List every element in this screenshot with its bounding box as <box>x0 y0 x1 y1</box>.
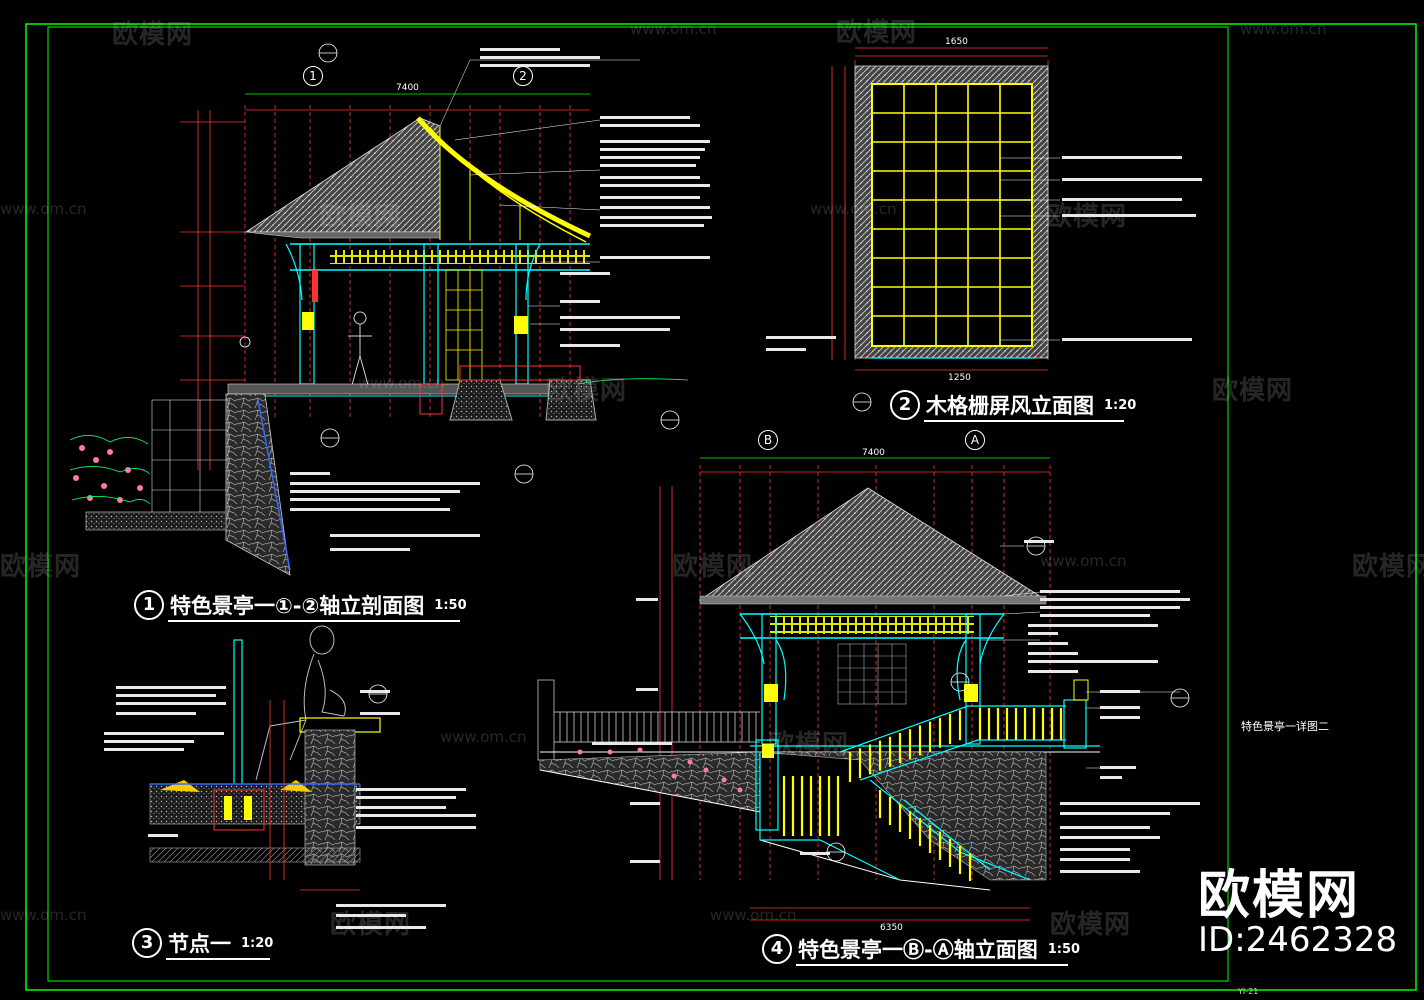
human-figure <box>348 311 372 386</box>
view-1-title-underline <box>168 620 460 622</box>
dimension-numbers: 7400 1650 1250 7400 6350 <box>396 37 971 933</box>
view-4-name: 特色景亭一Ⓑ-Ⓐ轴立面图 <box>798 938 1038 962</box>
brand-id: ID:2462328 <box>1198 920 1398 960</box>
axis-bubble-b: B <box>758 430 778 450</box>
axis-bubble-2: 2 <box>513 66 533 86</box>
dim-view2-width: 1650 <box>945 37 968 47</box>
shrub-planting <box>73 445 143 503</box>
view-3-title-underline <box>166 958 270 960</box>
dim-top-total: 7400 <box>396 83 419 93</box>
dim-view4-bottom: 6350 <box>880 923 903 933</box>
view-3-name: 节点一 <box>168 932 231 956</box>
sheet-title: 特色景亭一详图二 <box>1241 720 1329 733</box>
sheet-frame <box>25 23 1417 991</box>
view-2-name: 木格栅屏风立面图 <box>926 394 1094 418</box>
dim-view4-top: 7400 <box>862 448 885 458</box>
view-1-section-drawing <box>69 43 712 576</box>
view-2-lattice-screen-drawing <box>766 47 1202 412</box>
view-4-number: 4 <box>762 934 792 964</box>
view-1-number: 1 <box>134 590 164 620</box>
view-3-number: 3 <box>132 928 162 958</box>
axis-bubble-a: A <box>965 430 985 450</box>
view-1-name: 特色景亭一①-②轴立剖面图 <box>170 594 425 618</box>
view-4-elevation-drawing <box>537 457 1200 921</box>
view-3-scale: 1:20 <box>241 935 274 951</box>
view-3-node-detail-drawing <box>104 625 476 929</box>
view-4-title-underline <box>796 964 1068 966</box>
view-2-scale: 1:20 <box>1104 397 1137 413</box>
brand-logo-text: 欧模网 <box>1198 866 1361 926</box>
axis-bubble-1: 1 <box>303 66 323 86</box>
view-1-scale: 1:50 <box>434 597 467 613</box>
view-2-title-underline <box>924 420 1124 422</box>
view-4-scale: 1:50 <box>1047 941 1081 957</box>
sheet-number: YI-21 <box>1238 987 1259 996</box>
dim-view2-bottom: 1250 <box>948 373 971 383</box>
view-2-number: 2 <box>890 390 920 420</box>
